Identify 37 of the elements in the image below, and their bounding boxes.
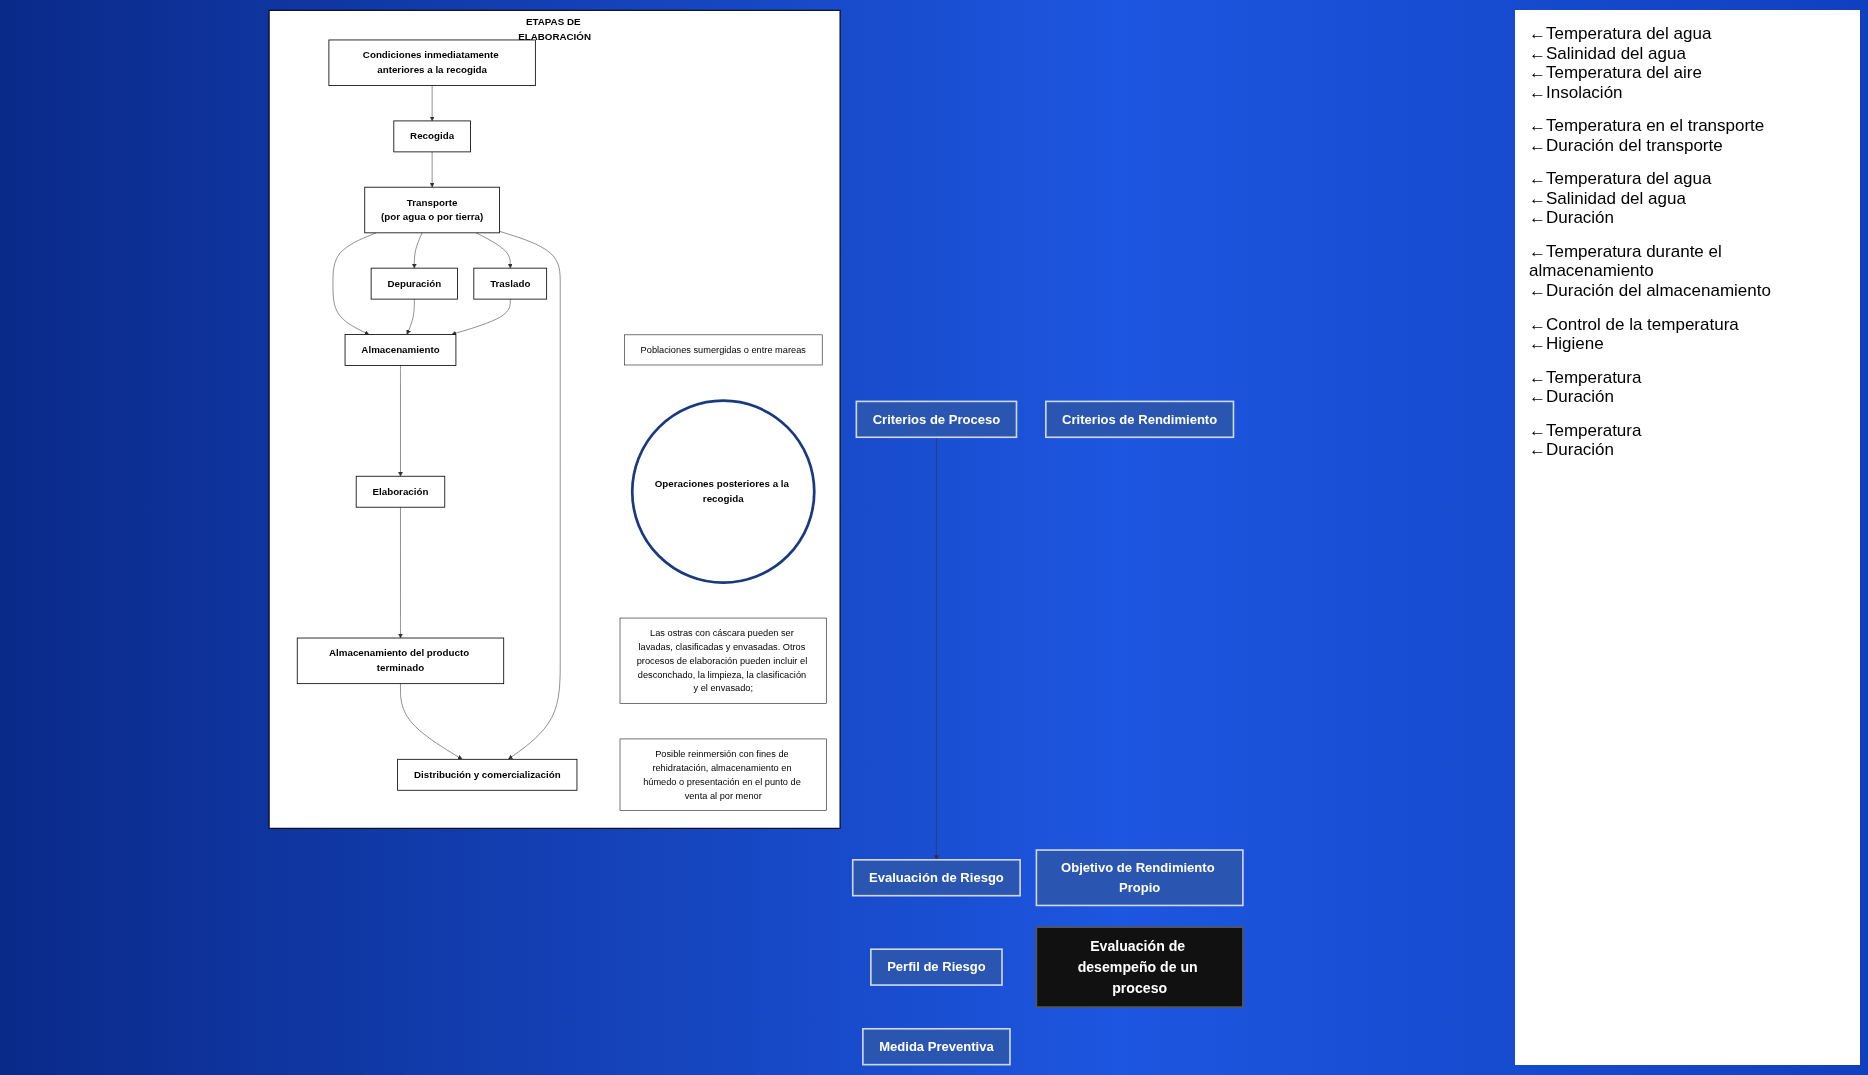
node-box: Objetivo de Rendimiento Propio xyxy=(1035,849,1244,907)
parameter-text: ←Temperatura durante el almacenamiento xyxy=(1529,241,1723,281)
parameter-text: ←Temperatura del agua xyxy=(1529,24,1713,44)
node-box: Distribución y comercialización xyxy=(397,758,578,791)
parameter-text: ←Temperatura en el transporte xyxy=(1529,116,1766,136)
node-box: Transporte (por agua o por tierra) xyxy=(364,186,500,234)
node-box: Almacenamiento xyxy=(344,334,457,366)
node-box: Recogida xyxy=(393,120,471,153)
node-box: Evaluación de desempeño de un proceso xyxy=(1035,926,1244,1008)
node-box: Perfil de Riesgo xyxy=(870,948,1003,986)
node-box: Depuración xyxy=(370,267,458,300)
parameter-text: ←Insolación xyxy=(1529,82,1624,103)
parameter-text: ←Duración del transporte xyxy=(1529,135,1724,156)
node-box: Criterios de Rendimiento xyxy=(1045,400,1235,439)
parameter-text: ←Temperatura xyxy=(1529,420,1643,441)
parameter-text: ←Temperatura del aire xyxy=(1529,63,1703,83)
parameter-text: ←Duración xyxy=(1529,387,1616,407)
node-box: Almacenamiento del producto terminado xyxy=(296,637,505,685)
parameter-text: ←Temperatura del agua xyxy=(1529,169,1713,189)
parameter-text: ←Temperatura xyxy=(1529,367,1643,388)
node-box: Traslado xyxy=(473,267,548,300)
node-box: Condiciones inmediatamente anteriores a la recogida xyxy=(328,39,536,86)
parameter-text: ←Control de la temperatura xyxy=(1529,314,1740,335)
node-circle: Operaciones posteriores a la recogida xyxy=(630,399,816,585)
node-box: Poblaciones sumergidas o entre mareas xyxy=(624,334,823,366)
parameter-text: ←Salinidad del agua xyxy=(1529,188,1687,209)
parameter-text: ←Duración del almacenamiento xyxy=(1529,281,1772,301)
parameter-text: ←Duración xyxy=(1529,208,1616,228)
node-box: Elaboración xyxy=(355,475,446,508)
parameter-text: ←Duración xyxy=(1529,440,1616,460)
node-box: Las ostras con cáscara pueden ser lavadas, clasificadas y envasadas. Otros procesos de elaboración pueden incluir el desconchado, la limpieza, la clasificación y el envasado; xyxy=(619,617,827,704)
parameter-text: ←Salinidad del agua xyxy=(1529,43,1687,64)
node-box: Medida Preventiva xyxy=(862,1027,1011,1066)
node-box: Criterios de Proceso xyxy=(855,400,1018,439)
parameter-text: ←Higiene xyxy=(1529,334,1605,354)
node-box: Evaluación de Riesgo xyxy=(851,859,1021,897)
node-box: Posible reinmersión con fines de rehidratación, almacenamiento en húmedo o presentación en el punto de venta al por menor xyxy=(619,738,827,811)
